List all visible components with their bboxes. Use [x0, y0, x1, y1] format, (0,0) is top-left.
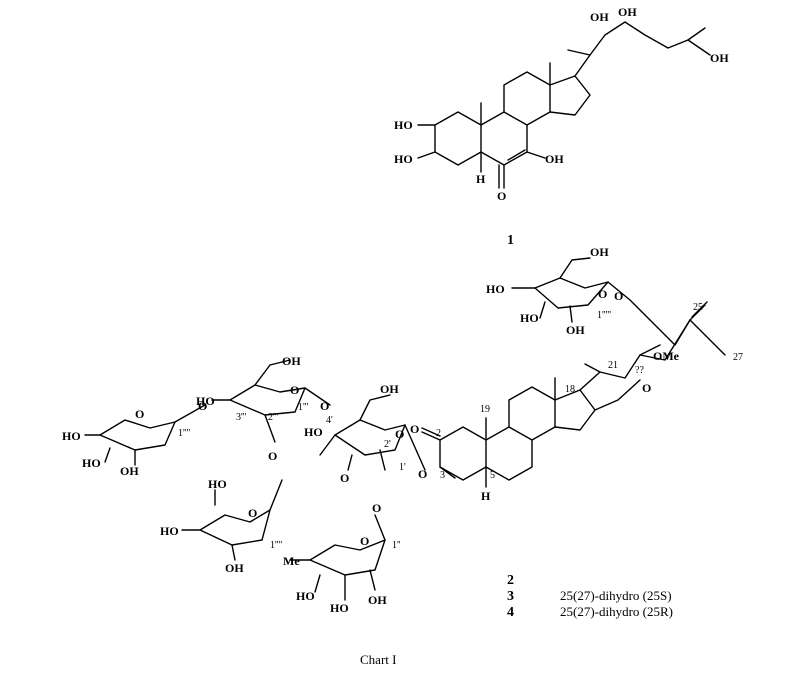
xyl2-oh-2: OH — [225, 561, 244, 575]
pos-4-prime: 4' — [326, 415, 333, 426]
c1-h-5: H — [476, 172, 486, 186]
pos-1-quad-prime: 1'''' — [178, 428, 190, 439]
glc-oh-3: HO — [520, 311, 539, 325]
compound-2-number: 2 — [507, 573, 514, 588]
rha-oh-4: HO — [296, 589, 315, 603]
xyl2-ring-o: O — [248, 506, 257, 520]
xyl-oh-2: OH — [120, 464, 139, 478]
pos-2-prime: 2' — [384, 439, 391, 450]
rha-ring-o: O — [360, 534, 369, 548]
pos-2: 2 — [436, 428, 441, 439]
xyl-oh-3: HO — [82, 456, 101, 470]
pos-5: 5 — [490, 470, 495, 481]
pos-3: 3 — [440, 470, 445, 481]
rha-link-o: O — [372, 501, 381, 515]
glc-oh-4: HO — [486, 282, 505, 296]
glc-oh-6: OH — [590, 245, 609, 259]
xyl-ring-o: O — [135, 407, 144, 421]
glc-link-o: O — [614, 289, 623, 303]
c2-ketone-o: O — [410, 422, 419, 436]
glc2-oh-6: OH — [282, 354, 301, 368]
rha-me: Me — [283, 554, 300, 568]
glc2-ring-o: O — [290, 383, 299, 397]
stereo-unknown: ?? — [635, 365, 644, 376]
c1-oh-22: OH — [618, 5, 637, 19]
pos-1-double-prime: 1'' — [392, 540, 401, 551]
c1-ketone-o: O — [497, 189, 506, 203]
pos-1-quad-prime-2: 1'''' — [270, 540, 282, 551]
compound-4-description: 25(27)-dihydro (25R) — [560, 604, 673, 619]
pos-25: 25 — [693, 302, 703, 313]
glc2-link-o-2: O — [268, 449, 277, 463]
gal-link-o: O — [320, 399, 329, 413]
gal-oh-3: HO — [304, 425, 323, 439]
compound-1-number: 1 — [507, 233, 514, 248]
figure-caption: Chart I — [360, 652, 396, 667]
glc-oh-2: OH — [566, 323, 585, 337]
rha-oh-3: HO — [330, 601, 349, 615]
glc2-link-o: O — [198, 399, 207, 413]
furan-o: O — [642, 381, 651, 395]
ome-label: OMe — [653, 349, 680, 363]
compound-3-number: 3 — [507, 589, 514, 604]
glc-ring-o: O — [598, 287, 607, 301]
pos-3-triple-prime: 3''' — [236, 412, 247, 423]
glc2-oh-4: HO — [196, 394, 215, 408]
c1-oh-25: OH — [710, 51, 729, 65]
compound-4-number: 4 — [507, 605, 514, 620]
c5-h: H — [481, 489, 491, 503]
xyl-oh-4: HO — [62, 429, 81, 443]
pos-1-triple-prime: 1''' — [298, 402, 309, 413]
pos-21: 21 — [608, 360, 618, 371]
pos-19: 19 — [480, 404, 490, 415]
c1-oh-14: OH — [545, 152, 564, 166]
xyl2-oh-4: HO — [208, 477, 227, 491]
gal-oh-6: OH — [380, 382, 399, 396]
pos-27: 27 — [733, 352, 743, 363]
xyl2-oh-3: HO — [160, 524, 179, 538]
compound-1-structure — [417, 21, 711, 189]
gal-ring-o: O — [395, 427, 404, 441]
pos-2-triple-prime: 2''' — [268, 412, 279, 423]
gal-link-o-2: O — [340, 471, 349, 485]
c1-oh-3: HO — [394, 152, 413, 166]
c1-oh-20: OH — [590, 10, 609, 24]
glycoside-structure — [84, 257, 726, 601]
rha-oh-2: OH — [368, 593, 387, 607]
pos-18: 18 — [565, 384, 575, 395]
c1-oh-2: HO — [394, 118, 413, 132]
compound-3-description: 25(27)-dihydro (25S) — [560, 588, 672, 603]
c3-link-o: O — [418, 467, 427, 481]
pos-1-prime: 1' — [399, 462, 406, 473]
pos-1-quint-prime: 1''''' — [597, 310, 611, 321]
